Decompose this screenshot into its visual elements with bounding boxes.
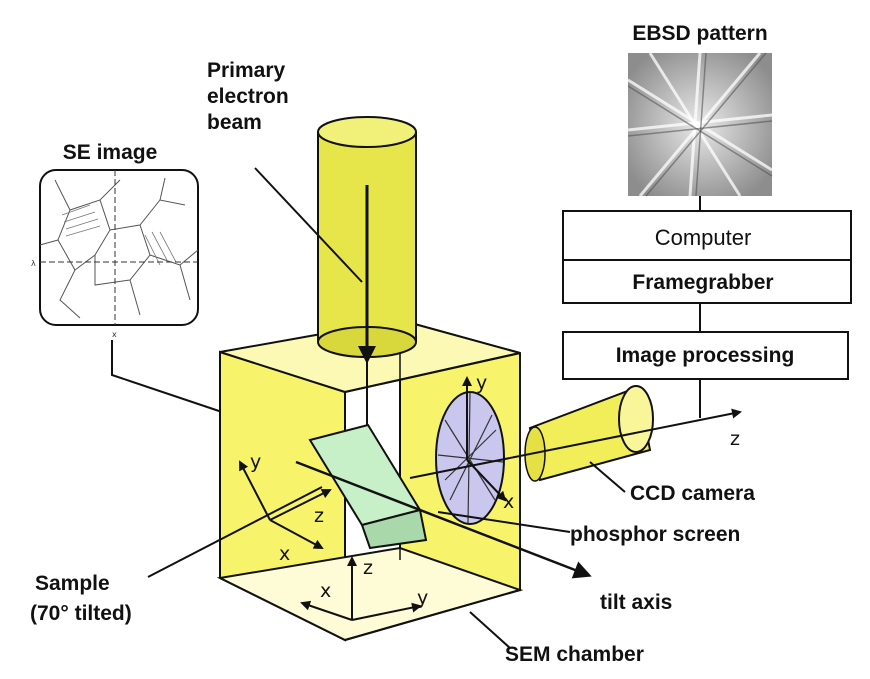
image-processing-label: Image processing: [616, 344, 795, 367]
ccd-camera-pointer: [589, 461, 626, 493]
primary-beam-line1: Primary: [207, 59, 286, 82]
chamber-y-label: y: [417, 587, 428, 609]
sample-y-label: y: [250, 451, 261, 473]
computer-box: [562, 210, 852, 304]
ccd-camera-label: CCD camera: [630, 482, 755, 505]
primary-beam-label: Primary electron beam: [207, 59, 295, 134]
sample-z-axis: [269, 489, 332, 521]
chamber-x-axis: [300, 600, 353, 621]
tilt-axis-line: [295, 460, 592, 579]
connector-line: [111, 340, 223, 413]
primary-beam-pointer: [254, 167, 363, 283]
sample-line2: (70° tilted): [30, 602, 132, 625]
image-processing-box: [562, 331, 849, 380]
sample-label: Sample (70° tilted): [30, 572, 132, 625]
grain-microstructure-icon: [39, 169, 199, 326]
se-image-axis-side: λ: [31, 259, 36, 268]
sample-x-axis: [269, 519, 324, 549]
chamber-x-label: x: [320, 580, 331, 602]
phosphor-screen-pointer: [437, 511, 571, 533]
ebsd-pattern-title: EBSD pattern: [632, 22, 767, 45]
sem-chamber-label: SEM chamber: [505, 643, 644, 666]
se-image-axis-bottom: x: [112, 330, 117, 339]
sample-pointer: [147, 486, 323, 578]
phosphor-screen: [435, 391, 505, 525]
screen-x-label: x: [503, 491, 514, 513]
chamber-y-axis: [351, 602, 422, 621]
chamber-z-label: z: [363, 557, 373, 579]
sample-y-axis: [239, 460, 271, 521]
primary-beam-line2: electron: [207, 85, 289, 108]
kikuchi-pattern-icon: [627, 52, 773, 197]
computer-label: Computer: [655, 225, 752, 250]
framegrabber-label: Framegrabber: [632, 271, 773, 294]
sem-chamber-pointer: [469, 611, 511, 649]
screen-y-label: y: [476, 372, 487, 394]
z-axis-line: [409, 408, 742, 479]
beam-z-label: z: [730, 428, 740, 450]
tilt-axis-label: tilt axis: [600, 591, 672, 614]
screen-x-axis: [466, 459, 507, 502]
se-image-title: SE image: [63, 141, 158, 164]
sample-line1: Sample: [35, 572, 110, 595]
sample-x-label: x: [279, 543, 290, 565]
primary-beam-line3: beam: [207, 111, 262, 134]
sample-z-label: z: [314, 505, 324, 527]
phosphor-screen-label: phosphor screen: [570, 523, 740, 546]
